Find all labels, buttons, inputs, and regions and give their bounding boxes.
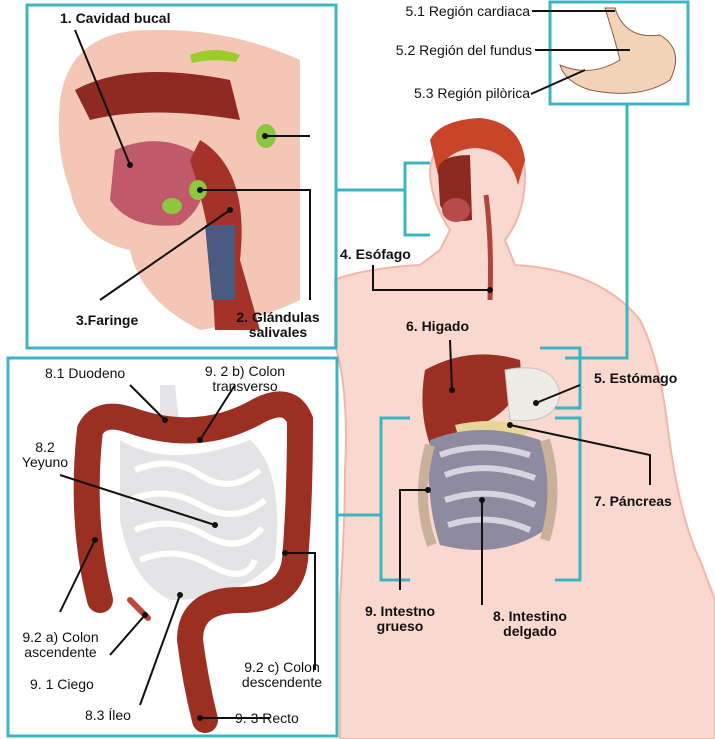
label-small-intestine-line2: delgado (503, 623, 557, 639)
label-salivary-glands-line1: 2. Glándulas (236, 309, 320, 325)
body-organs (417, 354, 561, 550)
label-descending-colon-line2: descendente (241, 674, 323, 690)
label-small-intestine: 8. Intestino delgado (480, 609, 580, 639)
label-ascending-colon: 9.2 a) Colon ascendente (8, 630, 113, 660)
label-descending-colon: 9.2 c) Colon descendente (228, 660, 336, 690)
label-jejunum-line1: 8.2 (35, 439, 55, 455)
label-small-intestine-line1: 8. Intestino (493, 608, 567, 624)
label-liver: 6. Higado (406, 318, 470, 334)
label-pharynx: 3.Faringe (76, 312, 139, 328)
leader-lines (59, 10, 651, 719)
label-salivary-glands-line2: salivales (248, 324, 308, 340)
leader-dots (92, 133, 539, 721)
label-transverse-colon-line2: transverso (212, 378, 278, 394)
label-large-intestine-line2: grueso (376, 618, 424, 634)
label-transverse-colon: 9. 2 b) Colon transverso (190, 364, 300, 394)
label-large-intestine-line1: 9. Intestno (364, 603, 435, 619)
label-ascending-colon-line1: 9.2 a) Colon (22, 629, 99, 645)
label-cardiac-region: 5.1 Región cardiaca (405, 3, 530, 19)
label-ileum: 8.3 Íleo (85, 707, 131, 723)
label-fundus-region: 5.2 Región del fundus (395, 42, 532, 58)
head-cross-section (29, 7, 334, 346)
label-jejunum-line2: Yeyuno (21, 454, 69, 470)
label-duodenum: 8.1 Duodeno (45, 365, 126, 381)
label-salivary-glands: 2. Glándulas salivales (222, 310, 334, 340)
label-transverse-colon-line1: 9. 2 b) Colon (204, 363, 286, 379)
label-pancreas: 7. Páncreas (594, 493, 672, 509)
label-descending-colon-line1: 9.2 c) Colon (244, 659, 320, 675)
label-oral-cavity: 1. Cavidad bucal (60, 10, 171, 26)
panel-frames (6, 0, 690, 738)
label-esophagus: 4. Esófago (340, 246, 411, 262)
label-cecum: 9. 1 Ciego (30, 676, 94, 692)
label-pyloric-region: 5.3 Región pilòrica (414, 85, 530, 101)
label-large-intestine: 9. Intestno grueso (360, 604, 440, 634)
label-stomach: 5. Estómago (594, 370, 678, 386)
label-ascending-colon-line2: ascendente (24, 644, 97, 660)
label-jejunum: 8.2 Yeyuno (15, 440, 75, 470)
label-rectum: 9. 3 Recto (235, 710, 299, 726)
